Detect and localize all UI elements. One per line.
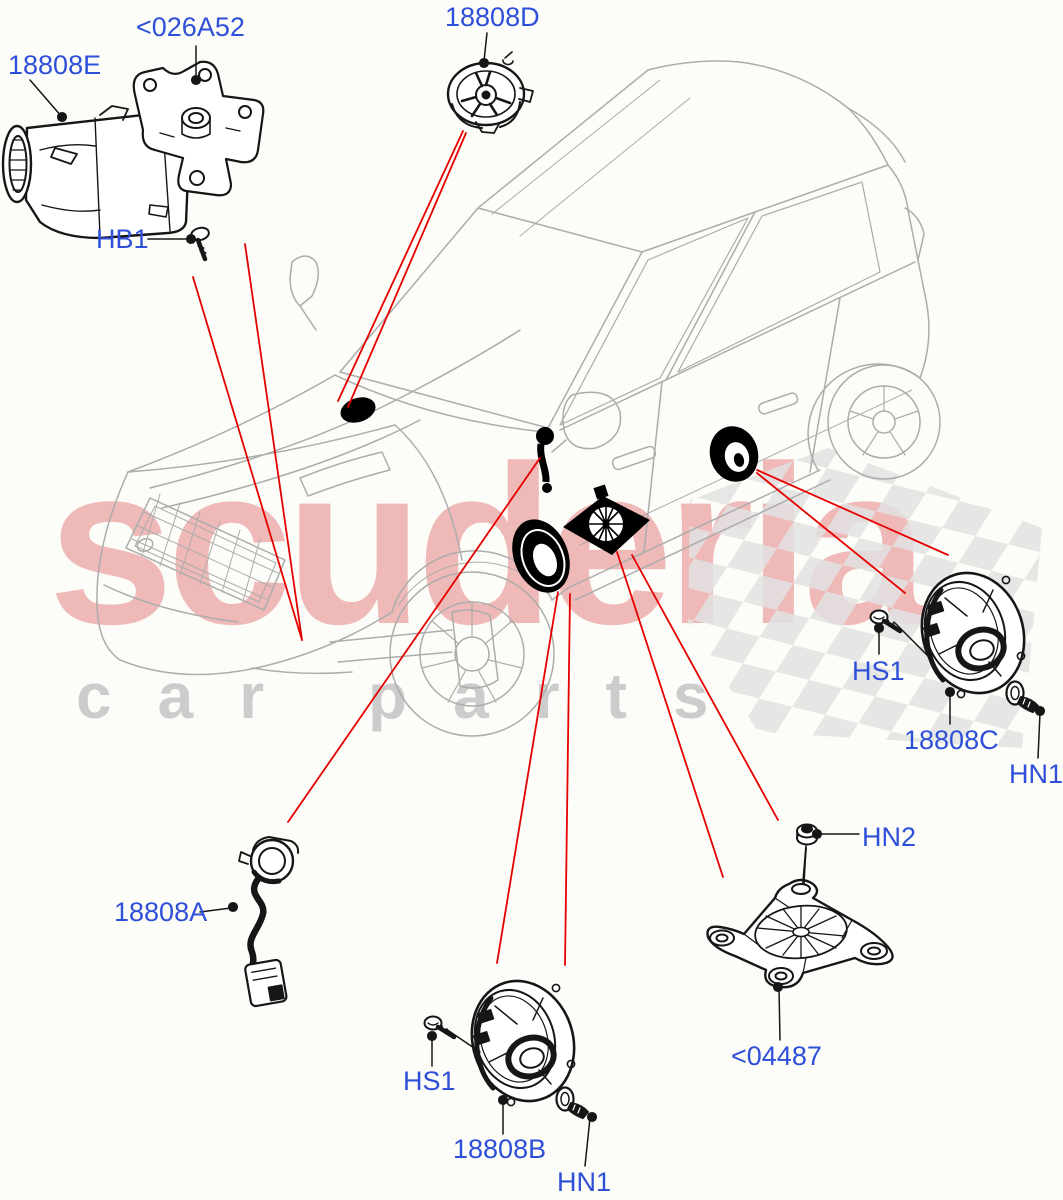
part-026a52-bracket [132,60,265,197]
watermark-car: car [76,660,311,732]
callout-hn1-bottom: HN1 [557,1167,612,1197]
front-door-speaker-location [512,484,650,593]
part-18808a-tweeter [238,836,300,1008]
part-hn1-clip-bottom [555,1086,590,1120]
part-04487-bracket [706,847,894,989]
callout-hn1-right: HN1 [1009,759,1063,789]
callout-hb1: HB1 [96,224,149,254]
rear-door-speaker-location [709,426,759,482]
red-locator-lines [192,130,949,966]
callout-hs1-bottom: HS1 [403,1066,456,1096]
leader-lines [29,32,1046,1167]
installed-parts [340,397,759,593]
callout-hs1-right: HS1 [852,656,905,686]
dash-speaker-location [340,397,376,423]
car-line-drawing [96,60,941,737]
callout-18808d: 18808D [445,2,540,32]
callout-18808e: 18808E [8,50,102,80]
callout-18808b: 18808B [453,1134,547,1164]
callout-026a52: <026A52 [136,12,245,42]
part-18808d-speaker [446,51,534,134]
a-pillar-tweeter-location [536,427,554,493]
callout-04487: <04487 [731,1041,822,1071]
callout-18808a: 18808A [114,897,208,927]
callout-18808c: 18808C [904,725,999,755]
callout-hn2: HN2 [862,822,917,852]
part-drawings [1,51,1039,1120]
